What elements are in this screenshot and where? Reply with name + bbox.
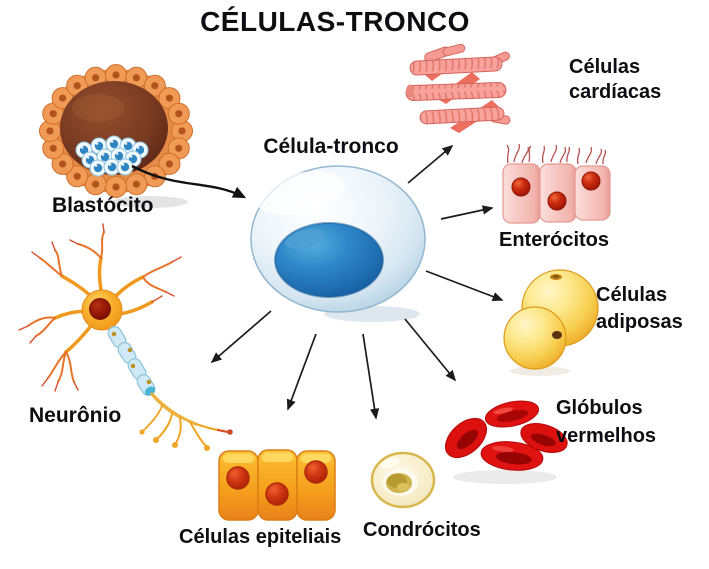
arrow-to-epithelial-cells xyxy=(286,333,317,411)
inner-cell-mass xyxy=(75,135,149,177)
label-cardiac-cells: Células cardíacas xyxy=(569,56,662,103)
epithelial-cells-illustration xyxy=(218,449,336,521)
blastocyst-illustration xyxy=(39,64,193,208)
arrow-to-red-blood-cells xyxy=(404,318,457,382)
blastocyst-cell-ring xyxy=(39,64,193,198)
label-blastocyst: Blastócito xyxy=(52,194,154,217)
stem-cell-illustration xyxy=(250,165,426,322)
neuron-illustration xyxy=(18,223,233,451)
arrow-to-chondrocytes xyxy=(362,333,380,420)
arrow-blastocyst-to-stem-cell xyxy=(131,164,247,199)
microvilli xyxy=(506,143,607,165)
label-stem-cell: Célula-tronco xyxy=(263,135,399,158)
label-red-blood-cells: Glóbulos vermelhos xyxy=(556,397,657,447)
label-chondrocytes: Condrócitos xyxy=(363,519,481,541)
blastocyst-shadow xyxy=(112,196,188,208)
adipose-cells-illustration xyxy=(503,269,599,376)
arrow-to-neuron xyxy=(210,310,272,364)
arrow-to-enterocytes xyxy=(440,205,494,220)
label-enterocytes: Enterócitos xyxy=(499,229,610,251)
label-epithelial-cells: Células epiteliais xyxy=(179,526,342,548)
differentiation-arrows xyxy=(210,144,504,420)
neuron-nucleus xyxy=(89,298,111,320)
arrow-to-cardiac-cells xyxy=(407,144,454,184)
axon-terminals xyxy=(139,392,233,451)
diagram-title: CÉLULAS-TRONCO xyxy=(200,6,470,37)
label-adipose-cells: Células adiposas xyxy=(596,284,683,333)
stem-cell-nucleus xyxy=(274,222,384,298)
red-blood-cells-illustration xyxy=(445,400,568,484)
myelin-sheath xyxy=(107,325,156,397)
enterocytes-illustration xyxy=(502,143,611,224)
chondrocyte-illustration xyxy=(370,451,436,509)
label-neuron: Neurônio xyxy=(29,404,122,427)
arrow-to-adipose-cells xyxy=(425,270,504,302)
cardiac-cells-illustration xyxy=(405,43,511,133)
